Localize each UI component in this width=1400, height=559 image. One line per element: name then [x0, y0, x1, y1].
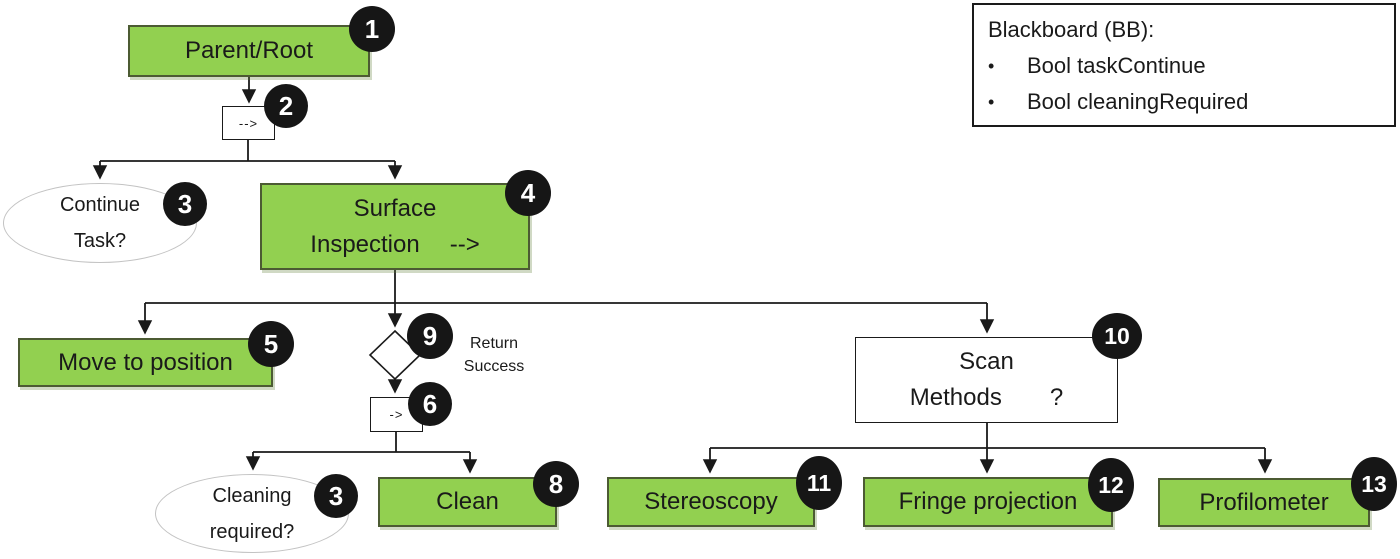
blackboard-title: Blackboard (BB):	[988, 17, 1155, 42]
blackboard-item: • Bool taskContinue	[988, 48, 1380, 84]
return-success-note: Return Success	[456, 332, 532, 378]
badge-13: 13	[1351, 457, 1397, 511]
badge-10: 10	[1092, 313, 1142, 359]
badge-9: 9	[407, 313, 453, 359]
node-stereoscopy: Stereoscopy	[607, 477, 815, 527]
badge-4: 4	[505, 170, 551, 216]
node-surface-inspection-line2: Inspection -->	[310, 227, 479, 263]
node-parent-root: Parent/Root	[128, 25, 370, 77]
node-cleaning-required-line1: Cleaning	[212, 484, 292, 507]
node-move-to-position-label: Move to position	[58, 348, 233, 376]
blackboard-item-text: Bool taskContinue	[1027, 53, 1206, 78]
question-mark-icon: ?	[1049, 384, 1064, 411]
badge-11: 11	[796, 456, 842, 510]
badge-3-cleaning: 3	[314, 474, 358, 518]
sequence-arrow-icon: ->	[389, 407, 404, 422]
badge-8: 8	[533, 461, 579, 507]
node-scan-methods: Scan Methods ?	[855, 337, 1118, 423]
node-profilometer: Profilometer	[1158, 478, 1370, 527]
blackboard-legend: Blackboard (BB): • Bool taskContinue • B…	[972, 3, 1396, 127]
badge-1: 1	[349, 6, 395, 52]
return-success-line2: Success	[463, 358, 525, 375]
node-parent-root-label: Parent/Root	[184, 37, 314, 64]
node-continue-task-line2: Task?	[73, 230, 127, 252]
blackboard-item: • Bool cleaningRequired	[988, 84, 1380, 120]
sequence-arrow-icon: -->	[449, 230, 480, 258]
node-stereoscopy-label: Stereoscopy	[644, 488, 778, 515]
badge-5: 5	[248, 321, 294, 367]
node-scan-methods-line2: Methods ?	[910, 380, 1063, 416]
node-clean: Clean	[378, 477, 557, 527]
badge-3-continue: 3	[163, 182, 207, 226]
sequence-arrow-icon: -->	[238, 115, 259, 131]
node-fringe-projection-label: Fringe projection	[898, 488, 1078, 515]
badge-2: 2	[264, 84, 308, 128]
bullet-icon: •	[988, 92, 995, 112]
badge-12: 12	[1088, 458, 1134, 512]
node-scan-methods-line1: Scan	[959, 348, 1014, 375]
node-clean-label: Clean	[436, 488, 499, 515]
node-cleaning-required-line2: required?	[209, 520, 295, 543]
node-move-to-position: Move to position	[18, 338, 273, 387]
node-continue-task-line1: Continue	[59, 194, 141, 216]
return-success-line1: Return	[469, 335, 519, 352]
edge-group	[92, 77, 1273, 474]
node-surface-inspection-line1: Surface	[353, 194, 437, 222]
node-fringe-projection: Fringe projection	[863, 477, 1113, 527]
blackboard-item-text: Bool cleaningRequired	[1027, 89, 1249, 114]
node-profilometer-label: Profilometer	[1199, 488, 1329, 516]
bullet-icon: •	[988, 56, 995, 76]
node-surface-inspection: Surface Inspection -->	[260, 183, 530, 270]
badge-6: 6	[408, 382, 452, 426]
